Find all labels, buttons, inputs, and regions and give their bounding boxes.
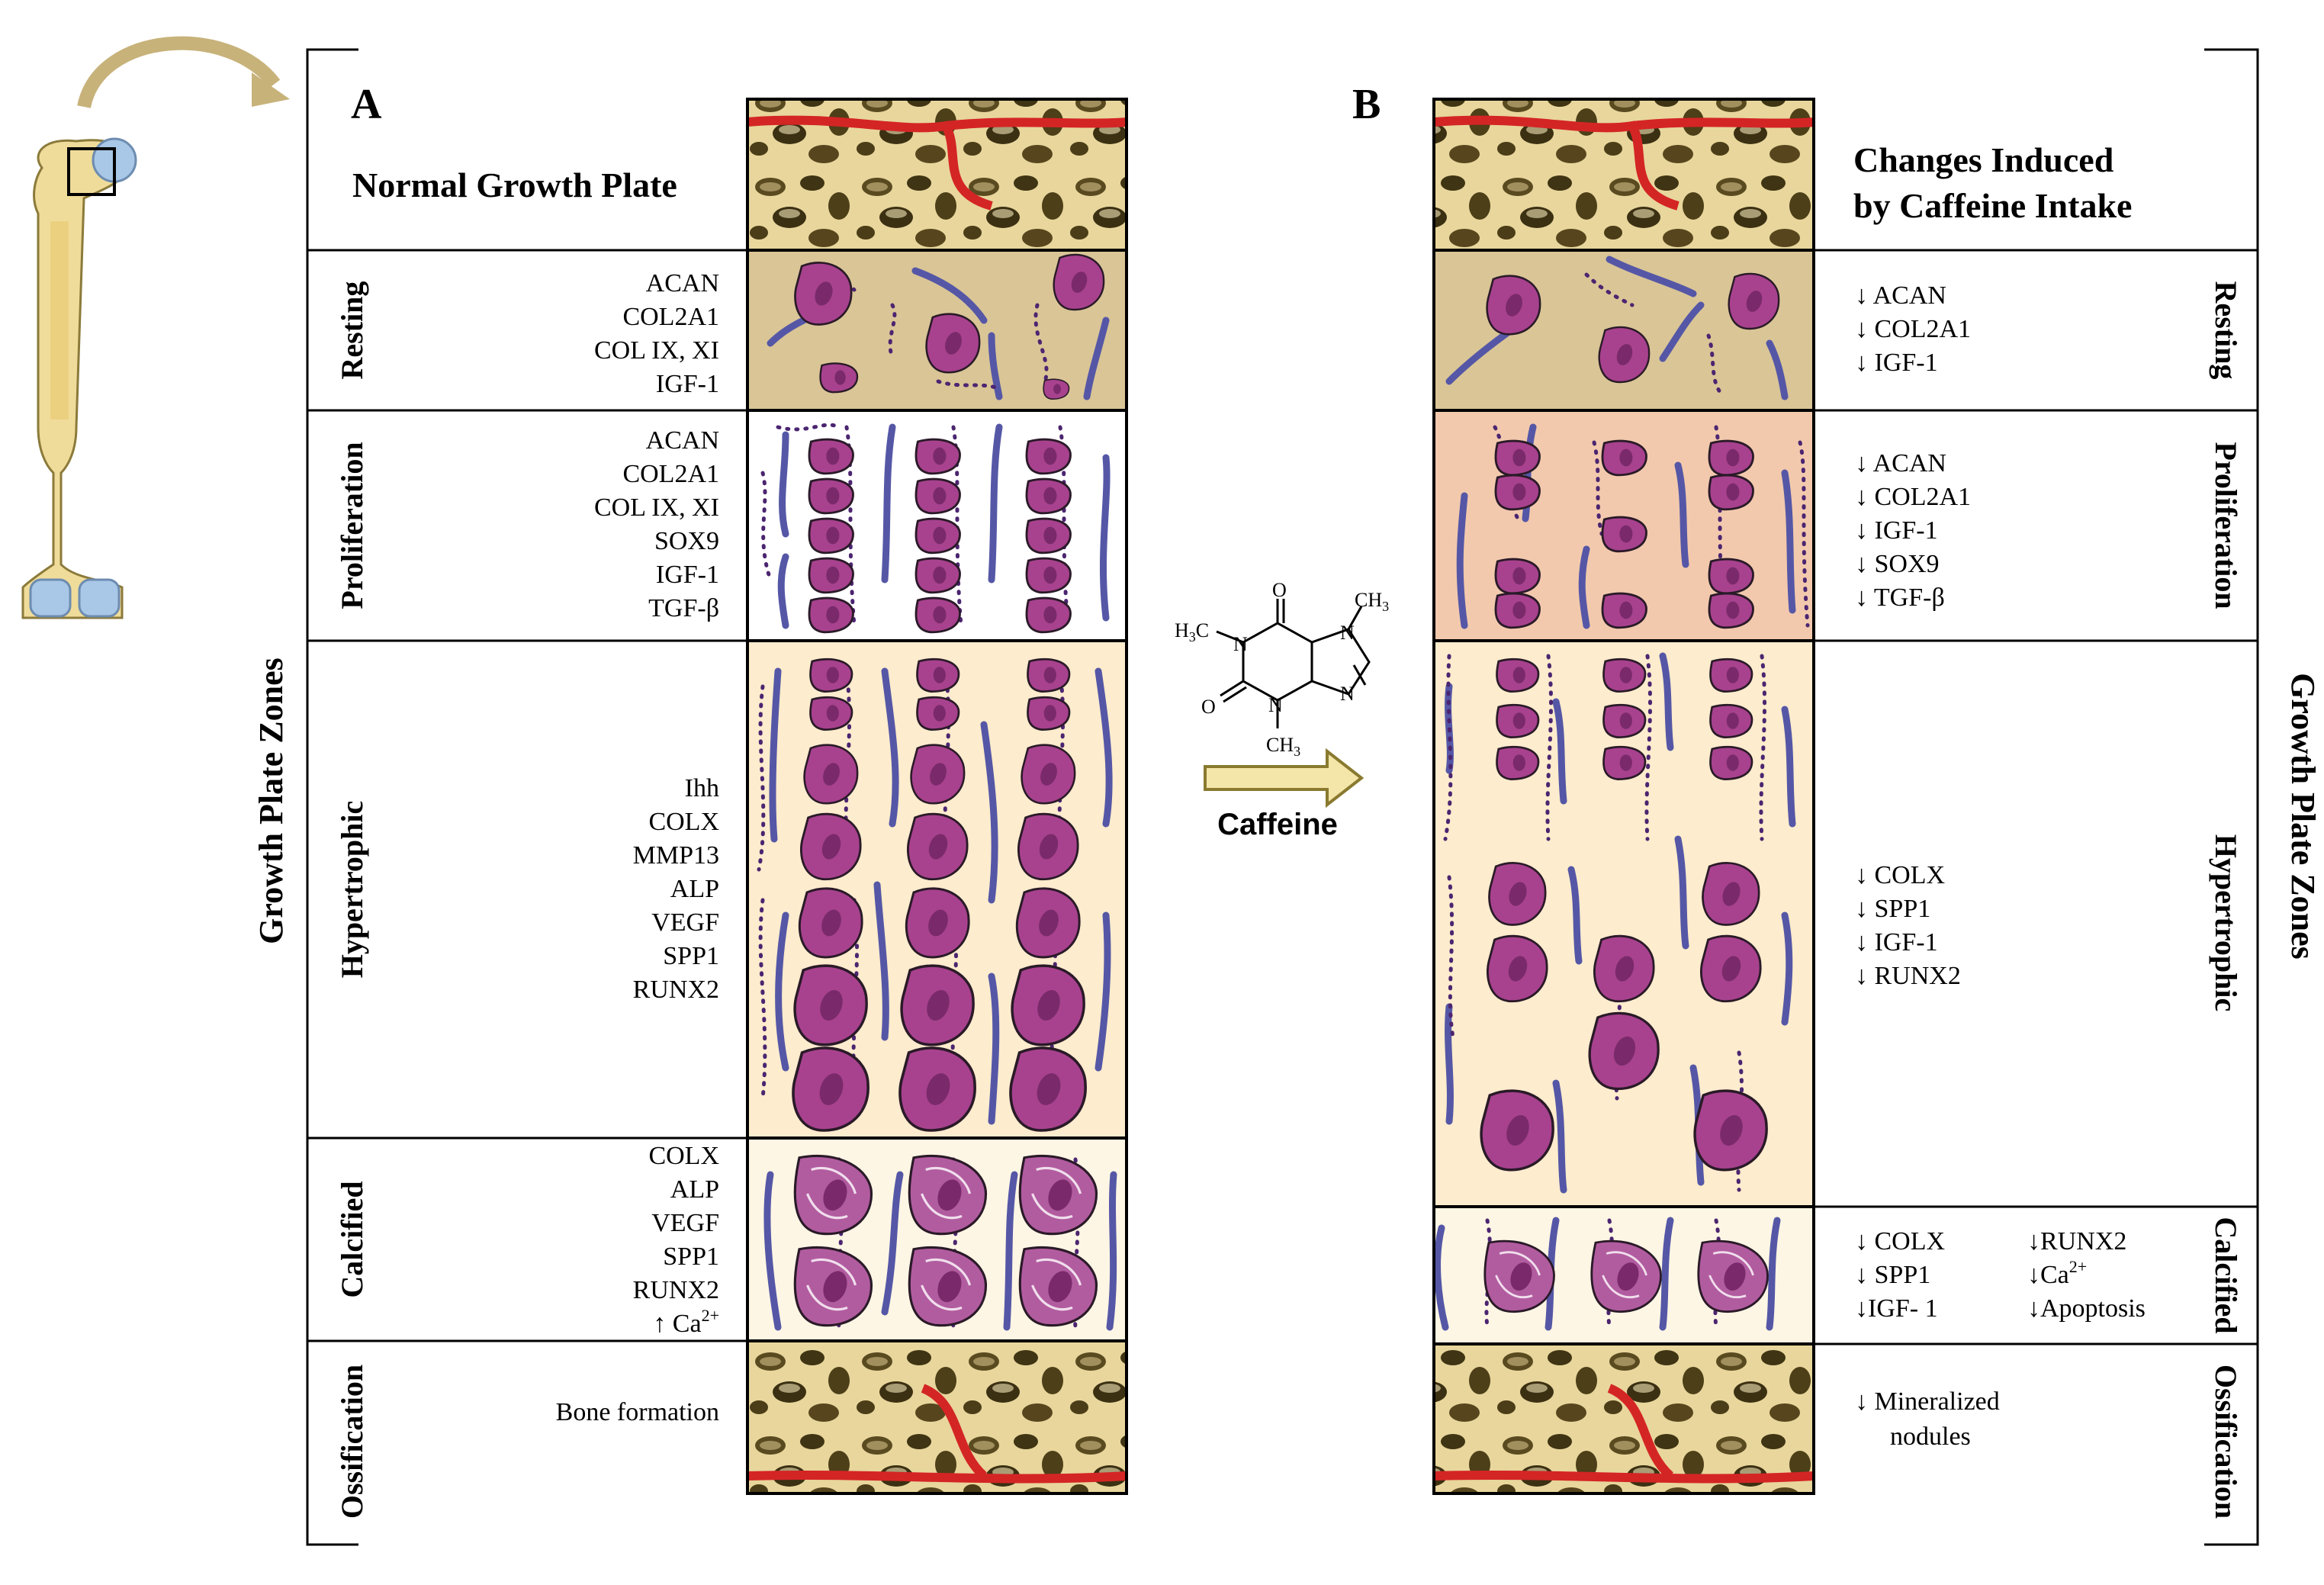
svg-text:↓ SOX9: ↓ SOX9 [1855,550,1940,578]
caffeine-arrow [1204,747,1365,809]
svg-text:RUNX2: RUNX2 [633,1276,719,1304]
svg-text:↓ COL2A1: ↓ COL2A1 [1855,315,1971,343]
calcified-cells-b [1483,1239,1769,1313]
panel-a: Growth Plate Zones A Normal Growth Plate… [252,48,1128,1546]
svg-text:↓IGF- 1: ↓IGF- 1 [1855,1294,1938,1323]
svg-text:ACAN: ACAN [646,269,719,297]
panel-b: B Changes Induced by Caffeine Intake Gro… [1352,48,2322,1546]
svg-text:ALP: ALP [670,875,719,903]
svg-text:O: O [1272,579,1287,601]
svg-text:CH3: CH3 [1266,734,1300,759]
panel-b-title-line2: by Caffeine Intake [1853,186,2132,225]
svg-text:↑ Ca2+: ↑ Ca2+ [653,1306,719,1338]
svg-text:Ihh: Ihh [685,774,719,802]
zoom-box [67,147,116,196]
zone-name-calcified-b: Calcified [2209,1217,2243,1333]
changes-hypertrophic-b: ↓ COLX ↓ SPP1 ↓ IGF-1 ↓ RUNX2 [1855,861,1961,990]
svg-text:↓Ca2+: ↓Ca2+ [2027,1257,2087,1289]
changes-calcified-b: ↓ COLX ↓ SPP1 ↓IGF- 1 ↓RUNX2 ↓Ca2+ ↓Apop… [1855,1227,2146,1323]
zone-name-proliferation-a: Proliferation [335,442,369,609]
svg-text:N: N [1340,683,1355,705]
svg-text:SPP1: SPP1 [663,942,719,970]
svg-text:↓ COLX: ↓ COLX [1855,1227,1945,1255]
tissue-column-b [1432,98,1815,1495]
svg-text:↓ COL2A1: ↓ COL2A1 [1855,483,1971,511]
panel-b-title-line1: Changes Induced [1853,140,2114,179]
svg-text:N: N [1233,633,1248,655]
svg-text:↓Apoptosis: ↓Apoptosis [2027,1294,2146,1323]
svg-text:COLX: COLX [648,1142,719,1170]
svg-text:COL IX, XI: COL IX, XI [594,494,719,522]
svg-text:nodules: nodules [1890,1423,1971,1451]
svg-text:↓ IGF-1: ↓ IGF-1 [1855,928,1938,956]
svg-text:SPP1: SPP1 [663,1243,719,1271]
svg-text:COL IX, XI: COL IX, XI [594,336,719,365]
markers-resting-a: ACAN COL2A1 COL IX, XI IGF-1 [594,269,719,398]
markers-calcified-a: COLX ALP VEGF SPP1 RUNX2 ↑ Ca2+ [633,1142,719,1338]
svg-text:TGF-β: TGF-β [648,594,719,622]
zone-name-hypertrophic-b: Hypertrophic [2209,834,2243,1012]
panel-b-letter: B [1352,81,1381,128]
svg-text:N: N [1340,622,1355,644]
svg-text:↓ TGF-β: ↓ TGF-β [1855,584,1945,612]
svg-text:COLX: COLX [648,808,719,836]
svg-text:RUNX2: RUNX2 [633,976,719,1004]
svg-text:ACAN: ACAN [646,426,719,455]
zone-name-calcified-a: Calcified [335,1181,369,1297]
svg-text:CH3: CH3 [1355,589,1389,614]
svg-text:↓ ACAN: ↓ ACAN [1855,449,1946,477]
svg-text:SOX9: SOX9 [654,527,719,555]
svg-text:COL2A1: COL2A1 [622,460,719,488]
svg-text:↓ Mineralized: ↓ Mineralized [1855,1387,2000,1416]
tissue-column-a [746,98,1128,1495]
svg-text:VEGF: VEGF [651,908,719,937]
changes-ossification-b: ↓ Mineralized nodules [1855,1387,2000,1451]
femur-illustration [21,36,290,619]
zone-name-proliferation-b: Proliferation [2209,442,2243,609]
changes-proliferation-b: ↓ ACAN ↓ COL2A1 ↓ IGF-1 ↓ SOX9 ↓ TGF-β [1855,449,1971,612]
zone-name-hypertrophic-a: Hypertrophic [335,801,369,979]
svg-text:O: O [1201,696,1216,718]
svg-text:VEGF: VEGF [651,1209,719,1237]
svg-text:↓ RUNX2: ↓ RUNX2 [1855,962,1961,990]
svg-text:↓ SPP1: ↓ SPP1 [1855,895,1930,923]
zone-name-resting-b: Resting [2209,281,2243,380]
svg-text:↓RUNX2: ↓RUNX2 [2027,1227,2126,1255]
caffeine-label: Caffeine [1217,808,1338,841]
svg-text:↓ SPP1: ↓ SPP1 [1855,1261,1930,1289]
svg-text:COL2A1: COL2A1 [622,303,719,331]
zone-name-resting-a: Resting [335,281,369,380]
svg-text:ALP: ALP [670,1175,719,1204]
zone-name-ossification-a: Ossification [335,1365,369,1519]
markers-hypertrophic-a: Ihh COLX MMP13 ALP VEGF SPP1 RUNX2 [633,774,719,1004]
svg-text:IGF-1: IGF-1 [656,561,719,589]
svg-text:↓ IGF-1: ↓ IGF-1 [1855,349,1938,377]
svg-text:↓ IGF-1: ↓ IGF-1 [1855,516,1938,545]
panel-a-side-label: Growth Plate Zones [252,657,290,944]
zone-name-ossification-b: Ossification [2209,1365,2243,1519]
changes-resting-b: ↓ ACAN ↓ COL2A1 ↓ IGF-1 [1855,281,1971,377]
panel-a-letter: A [351,81,382,128]
svg-text:MMP13: MMP13 [633,841,719,870]
svg-text:H3C: H3C [1175,619,1209,645]
svg-text:↓ COLX: ↓ COLX [1855,861,1945,889]
svg-text:IGF-1: IGF-1 [656,370,719,398]
svg-text:↓ ACAN: ↓ ACAN [1855,281,1946,310]
caffeine-molecule: O O N N N N H3C CH3 CH3 [1175,579,1389,759]
markers-proliferation-a: ACAN COL2A1 COL IX, XI SOX9 IGF-1 TGF-β [594,426,719,622]
svg-text:N: N [1268,694,1283,716]
panel-b-side-label: Growth Plate Zones [2284,673,2322,960]
marker-ossification-a: Bone formation [556,1398,719,1426]
panel-a-title: Normal Growth Plate [352,166,677,204]
